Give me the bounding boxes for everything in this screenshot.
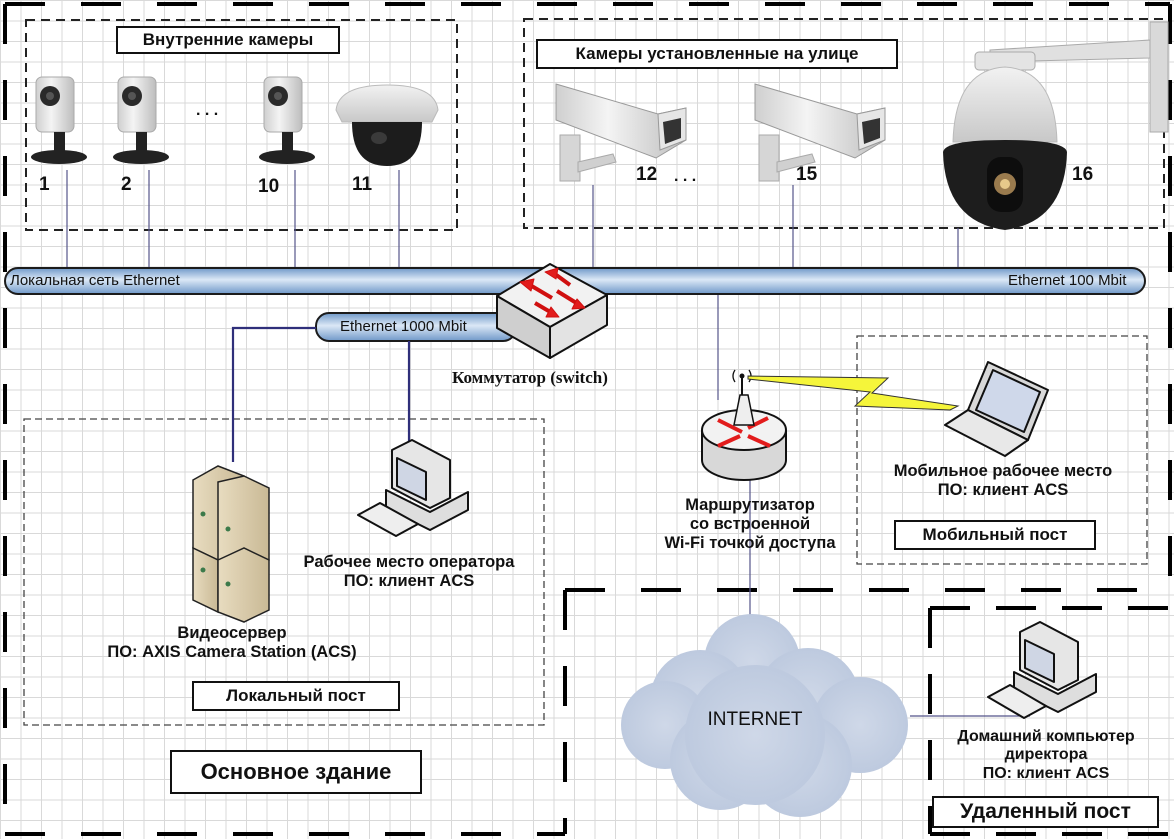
wireless-link-icon	[747, 375, 960, 411]
camera-12-icon	[555, 83, 687, 182]
router-links	[717, 295, 1030, 717]
indoor-cameras-ellipsis: . . .	[196, 102, 219, 119]
switch-icon	[496, 263, 608, 359]
home-pc-label: Домашний компьютер директора ПО: клиент …	[924, 728, 1168, 783]
local-post-title: Локальный пост	[192, 681, 400, 711]
operator-pc-name: Рабочее место оператора	[303, 553, 515, 571]
lan-bus-speed-label: Ethernet 100 Mbit	[1008, 272, 1127, 289]
router-name: Маршрутизатор	[685, 496, 815, 514]
laptop-icon	[944, 361, 1049, 457]
indoor-cameras-frame	[25, 19, 458, 231]
laptop-name: Мобильное рабочее место	[893, 462, 1113, 480]
lan-bus-label: Локальная сеть Ethernet	[10, 272, 180, 289]
home-pc-software: ПО: клиент ACS	[982, 764, 1110, 782]
switch-label: Коммутатор (switch)	[452, 368, 608, 387]
internet-label: INTERNET	[707, 709, 803, 730]
camera-15-label: 15	[796, 164, 818, 185]
router-desc-1: со встроенной	[689, 514, 811, 533]
outdoor-cameras-title: Камеры установленные на улице	[536, 39, 898, 69]
internet-cloud-icon	[621, 614, 908, 817]
camera-links	[66, 170, 959, 268]
outdoor-cameras-ellipsis: . . .	[674, 168, 697, 185]
main-building-border	[3, 2, 1172, 836]
video-server-label: Видеосервер ПО: AXIS Camera Station (ACS…	[72, 624, 392, 662]
camera-2-label: 2	[121, 174, 132, 195]
main-building-title: Основное здание	[170, 750, 422, 794]
camera-11-icon	[335, 84, 439, 166]
router-desc-2: Wi-Fi точкой доступа	[664, 533, 836, 552]
laptop-software: ПО: клиент ACS	[937, 480, 1069, 499]
operator-pc-icon	[357, 439, 469, 537]
laptop-label: Мобильное рабочее место ПО: клиент ACS	[858, 462, 1148, 500]
video-server-icon	[192, 465, 270, 623]
outdoor-cameras-frame	[523, 18, 1165, 229]
home-pc-owner: директора	[1004, 746, 1088, 764]
gigabit-bus-label: Ethernet 1000 Mbit	[340, 318, 467, 335]
camera-15-icon	[754, 83, 886, 182]
video-server-name: Видеосервер	[177, 624, 287, 642]
mobile-post-frame	[856, 335, 1148, 565]
router-label: Маршрутизатор со встроенной Wi-Fi точкой…	[640, 496, 860, 553]
camera-10-label: 10	[258, 176, 280, 197]
camera-16-icon	[943, 21, 1169, 230]
home-pc-name: Домашний компьютер	[957, 728, 1135, 745]
camera-1-icon	[31, 76, 87, 164]
video-server-software: ПО: AXIS Camera Station (ACS)	[107, 642, 357, 661]
home-pc-icon	[987, 621, 1097, 719]
operator-pc-label: Рабочее место оператора ПО: клиент ACS	[276, 553, 542, 591]
camera-1-label: 1	[39, 174, 50, 195]
mobile-post-title: Мобильный пост	[894, 520, 1096, 550]
camera-10-icon	[259, 76, 315, 164]
indoor-cameras-title: Внутренние камеры	[116, 26, 340, 54]
camera-2-icon	[113, 76, 169, 164]
local-post-frame	[23, 418, 545, 726]
router-icon	[701, 369, 787, 481]
camera-16-label: 16	[1072, 164, 1094, 185]
remote-post-title: Удаленный пост	[932, 796, 1159, 828]
camera-11-label: 11	[352, 174, 373, 195]
server-links	[231, 326, 411, 462]
remote-post-border	[928, 606, 1170, 836]
operator-pc-software: ПО: клиент ACS	[343, 571, 475, 590]
camera-12-label: 12	[636, 164, 658, 185]
